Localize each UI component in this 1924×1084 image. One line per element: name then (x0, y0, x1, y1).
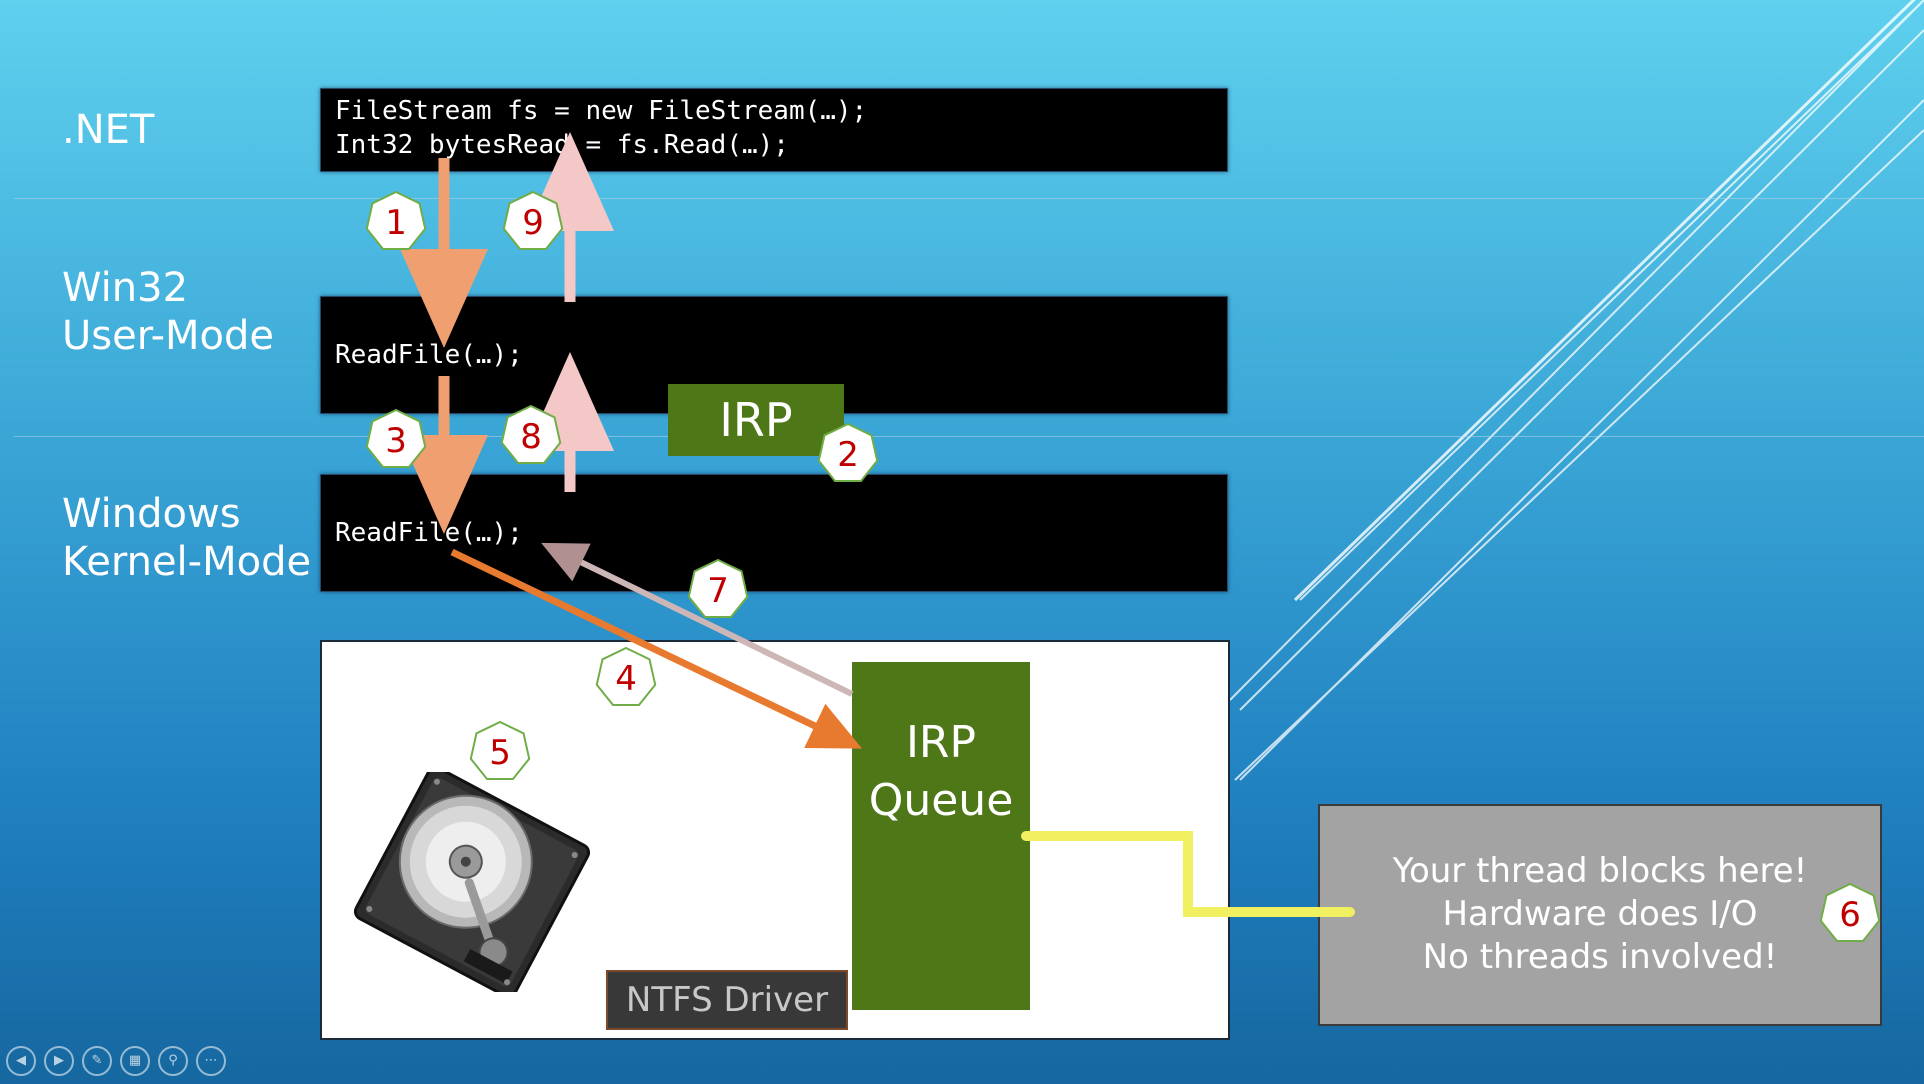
step-badge-3: 3 (365, 408, 427, 468)
layer-label-win32: Win32 User-Mode (62, 264, 274, 360)
layer-label-kernel: Windows Kernel-Mode (62, 490, 311, 586)
thread-note-line2: Hardware does I/O (1442, 894, 1758, 934)
next-icon[interactable]: ▶ (44, 1046, 74, 1076)
arrow-step7 (541, 542, 854, 697)
irp-label: IRP (719, 393, 793, 447)
separator-win32-kernel (14, 436, 1924, 437)
more-icon[interactable]: ⋯ (196, 1046, 226, 1076)
step-number-4: 4 (615, 659, 637, 699)
zoom-icon[interactable]: ⚲ (158, 1046, 188, 1076)
step-badge-9: 9 (502, 190, 564, 250)
step-badge-6: 6 (1819, 882, 1881, 942)
step-number-7: 7 (707, 571, 729, 611)
step-badge-5: 5 (469, 720, 531, 780)
step-badge-2: 2 (817, 422, 879, 482)
thread-note-line3: No threads involved! (1422, 937, 1778, 977)
slides-grid-icon[interactable]: ▦ (120, 1046, 150, 1076)
layer-label-kernel-line2: Kernel-Mode (62, 539, 312, 585)
previous-icon[interactable]: ◀ (6, 1046, 36, 1076)
irp-queue-line2: Queue (868, 775, 1014, 826)
blocking-connector (1021, 831, 1355, 917)
layer-label-dotnet: .NET (62, 107, 155, 153)
step-number-8: 8 (520, 417, 542, 457)
irp-queue-block: IRP Queue (852, 662, 1030, 1010)
layer-label-win32-line1: Win32 (62, 265, 189, 311)
thread-note-line1: Your thread blocks here! (1392, 851, 1808, 891)
step-badge-7: 7 (687, 558, 749, 618)
irp-queue-line1: IRP (905, 717, 977, 768)
layer-label-kernel-line1: Windows (62, 491, 241, 537)
dotnet-code-line1: FileStream fs = new FileStream(…); (335, 96, 868, 126)
ntfs-driver-label: NTFS Driver (606, 970, 848, 1030)
slideshow-controls: ◀ ▶ ✎ ▦ ⚲ ⋯ (6, 1046, 226, 1076)
irp-block: IRP (668, 384, 844, 456)
step-badge-8: 8 (500, 404, 562, 464)
step-number-6: 6 (1839, 895, 1861, 935)
step-number-3: 3 (385, 421, 407, 461)
layer-label-win32-line2: User-Mode (62, 313, 275, 359)
step-number-2: 2 (837, 435, 859, 475)
pen-icon[interactable]: ✎ (82, 1046, 112, 1076)
separator-dotnet-win32 (14, 198, 1924, 199)
step-number-1: 1 (385, 203, 407, 243)
hard-drive-image (353, 772, 591, 992)
step-number-5: 5 (489, 733, 511, 773)
step-badge-1: 1 (365, 190, 427, 250)
arrow-step4 (450, 548, 863, 749)
step-badge-4: 4 (595, 646, 657, 706)
step-number-9: 9 (522, 203, 544, 243)
